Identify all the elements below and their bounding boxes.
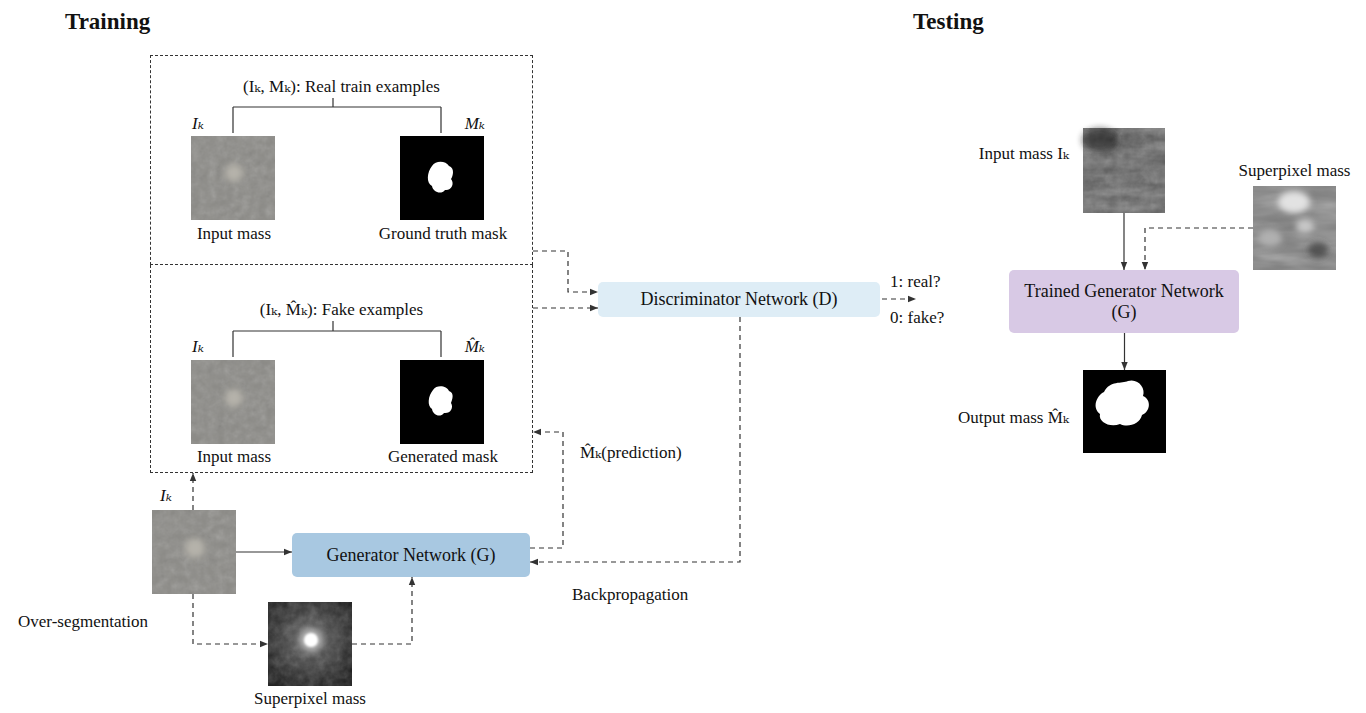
node-text: Iₖ [192, 114, 204, 134]
mask-image [400, 136, 484, 220]
image-frame: IₖInput mass [192, 137, 276, 221]
connector [193, 594, 268, 644]
image-frame: Input mass Iₖ [1083, 128, 1165, 213]
mass-image [191, 136, 275, 220]
connector [533, 307, 598, 308]
mass-image [152, 510, 236, 594]
node-text: Generated mask [388, 447, 498, 467]
connector [530, 432, 563, 548]
image-frame: Superpixel mass [268, 602, 352, 686]
node-text: Input mass [197, 224, 271, 244]
mass-image [1082, 128, 1165, 213]
node-text: Input mass Iₖ [979, 144, 1069, 164]
node-text: M̂ₖ [465, 337, 485, 357]
node-text: Superpixel mass [1239, 161, 1351, 181]
connector [352, 577, 412, 644]
connector [1124, 333, 1125, 370]
node-text: Generator Network (G) [327, 545, 496, 566]
output-label: 0: fake? [890, 308, 944, 328]
bracket [233, 98, 441, 133]
output-arrow [882, 298, 916, 299]
node-text: Iₖ [192, 337, 204, 357]
connector [530, 317, 740, 562]
output-label: 1: real? [890, 272, 941, 292]
superpixel-image [1253, 186, 1336, 270]
image-frame: M̂ₖGenerated mask [401, 360, 485, 444]
examples-panel: (Iₖ, M̂ₖ): Fake examplesIₖInput massM̂ₖG… [150, 265, 533, 473]
connector [1145, 228, 1253, 270]
connector [1123, 213, 1124, 270]
node-text: Discriminator Network (D) [641, 289, 838, 310]
image-frame: MₖGround truth mask [401, 137, 485, 221]
mass-image [191, 360, 275, 444]
image-frame: Superpixel mass [1253, 186, 1336, 270]
node-text: Ground truth mask [379, 224, 507, 244]
section-heading: Testing [913, 9, 984, 35]
connector [236, 551, 292, 552]
network-box: Discriminator Network (D) [598, 282, 880, 317]
bracket [233, 321, 441, 357]
image-frame: Iₖ [152, 510, 236, 594]
mask-image [400, 360, 484, 444]
node-text: Output mass M̂ₖ [958, 408, 1069, 428]
node-text: (Iₖ, M̂ₖ): Fake examples [151, 300, 532, 320]
image-frame: Output mass M̂ₖ [1083, 370, 1166, 453]
mask-image [1083, 370, 1166, 453]
connector [533, 251, 598, 292]
examples-panel: (Iₖ, Mₖ): Real train examplesIₖInput mas… [150, 55, 533, 265]
flow-label: Over-segmentation [18, 612, 148, 632]
section-heading: Training [65, 9, 150, 35]
node-text: (Iₖ, Mₖ): Real train examples [151, 77, 532, 97]
edge-label: M̂ₖ(prediction) [578, 443, 684, 463]
node-text: Input mass [197, 447, 271, 467]
image-frame: IₖInput mass [192, 360, 276, 444]
node-text: Mₖ [465, 114, 485, 134]
connector [192, 473, 193, 510]
flow-label: Backpropagation [572, 585, 688, 605]
node-text: Iₖ [160, 486, 172, 506]
node-text: Trained Generator Network (G) [1021, 281, 1227, 322]
network-box: Trained Generator Network (G) [1009, 270, 1239, 333]
network-box: Generator Network (G) [292, 533, 530, 577]
node-text: Superpixel mass [254, 689, 366, 709]
superpixel-image [268, 602, 352, 686]
